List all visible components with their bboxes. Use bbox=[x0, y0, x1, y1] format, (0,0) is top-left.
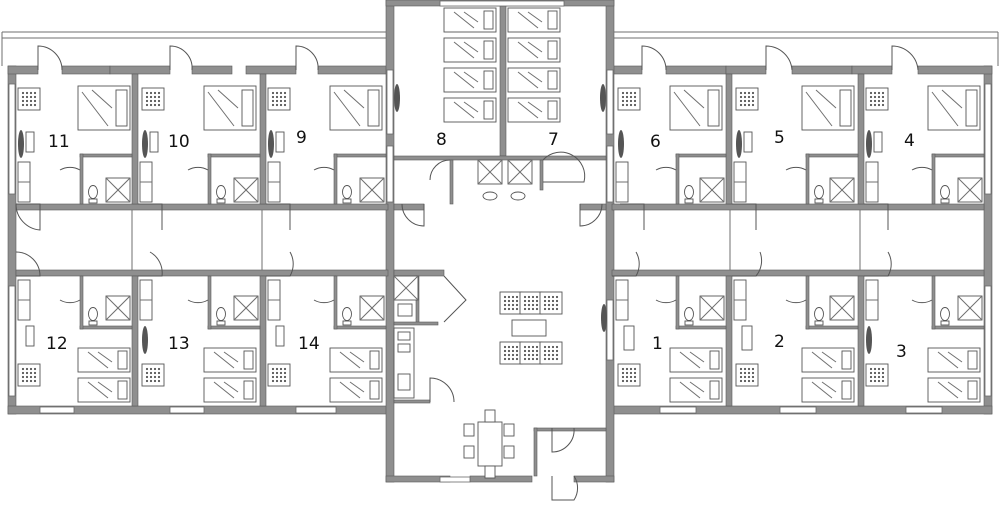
room-10-furniture bbox=[139, 85, 259, 204]
room-label-13: 13 bbox=[168, 334, 190, 354]
room-8-furniture bbox=[394, 7, 503, 201]
windows bbox=[8, 0, 992, 483]
room-11-furniture bbox=[17, 85, 131, 204]
room-4-furniture bbox=[865, 85, 983, 204]
corridor-walls bbox=[15, 203, 985, 277]
room-labels: 11 10 9 8 7 6 5 4 12 13 14 1 2 3 bbox=[46, 128, 915, 362]
room-label-8: 8 bbox=[436, 130, 447, 150]
room-1-furniture bbox=[615, 279, 725, 403]
room-label-14: 14 bbox=[298, 334, 320, 354]
room-6-furniture bbox=[615, 85, 725, 204]
room-label-1: 1 bbox=[652, 334, 663, 354]
room-9-furniture bbox=[267, 85, 385, 204]
room-label-10: 10 bbox=[168, 132, 190, 152]
partitions bbox=[79, 5, 985, 477]
room-2-furniture bbox=[733, 279, 855, 403]
room-label-9: 9 bbox=[296, 128, 307, 148]
room-3-furniture bbox=[865, 279, 983, 403]
roof-outline bbox=[1, 31, 999, 66]
room-13-furniture bbox=[139, 279, 259, 403]
room-label-12: 12 bbox=[46, 334, 68, 354]
doors bbox=[15, 45, 933, 501]
room-label-4: 4 bbox=[904, 131, 915, 151]
room-5-furniture bbox=[733, 85, 855, 204]
room-7-furniture bbox=[507, 7, 606, 201]
common-area-furniture bbox=[393, 275, 607, 479]
room-14-furniture bbox=[267, 279, 385, 403]
room-label-7: 7 bbox=[548, 130, 559, 150]
room-label-5: 5 bbox=[774, 128, 785, 148]
room-label-3: 3 bbox=[896, 342, 907, 362]
room-label-6: 6 bbox=[650, 132, 661, 152]
room-label-2: 2 bbox=[774, 332, 785, 352]
room-12-furniture bbox=[17, 279, 131, 403]
room-label-11: 11 bbox=[48, 132, 70, 152]
